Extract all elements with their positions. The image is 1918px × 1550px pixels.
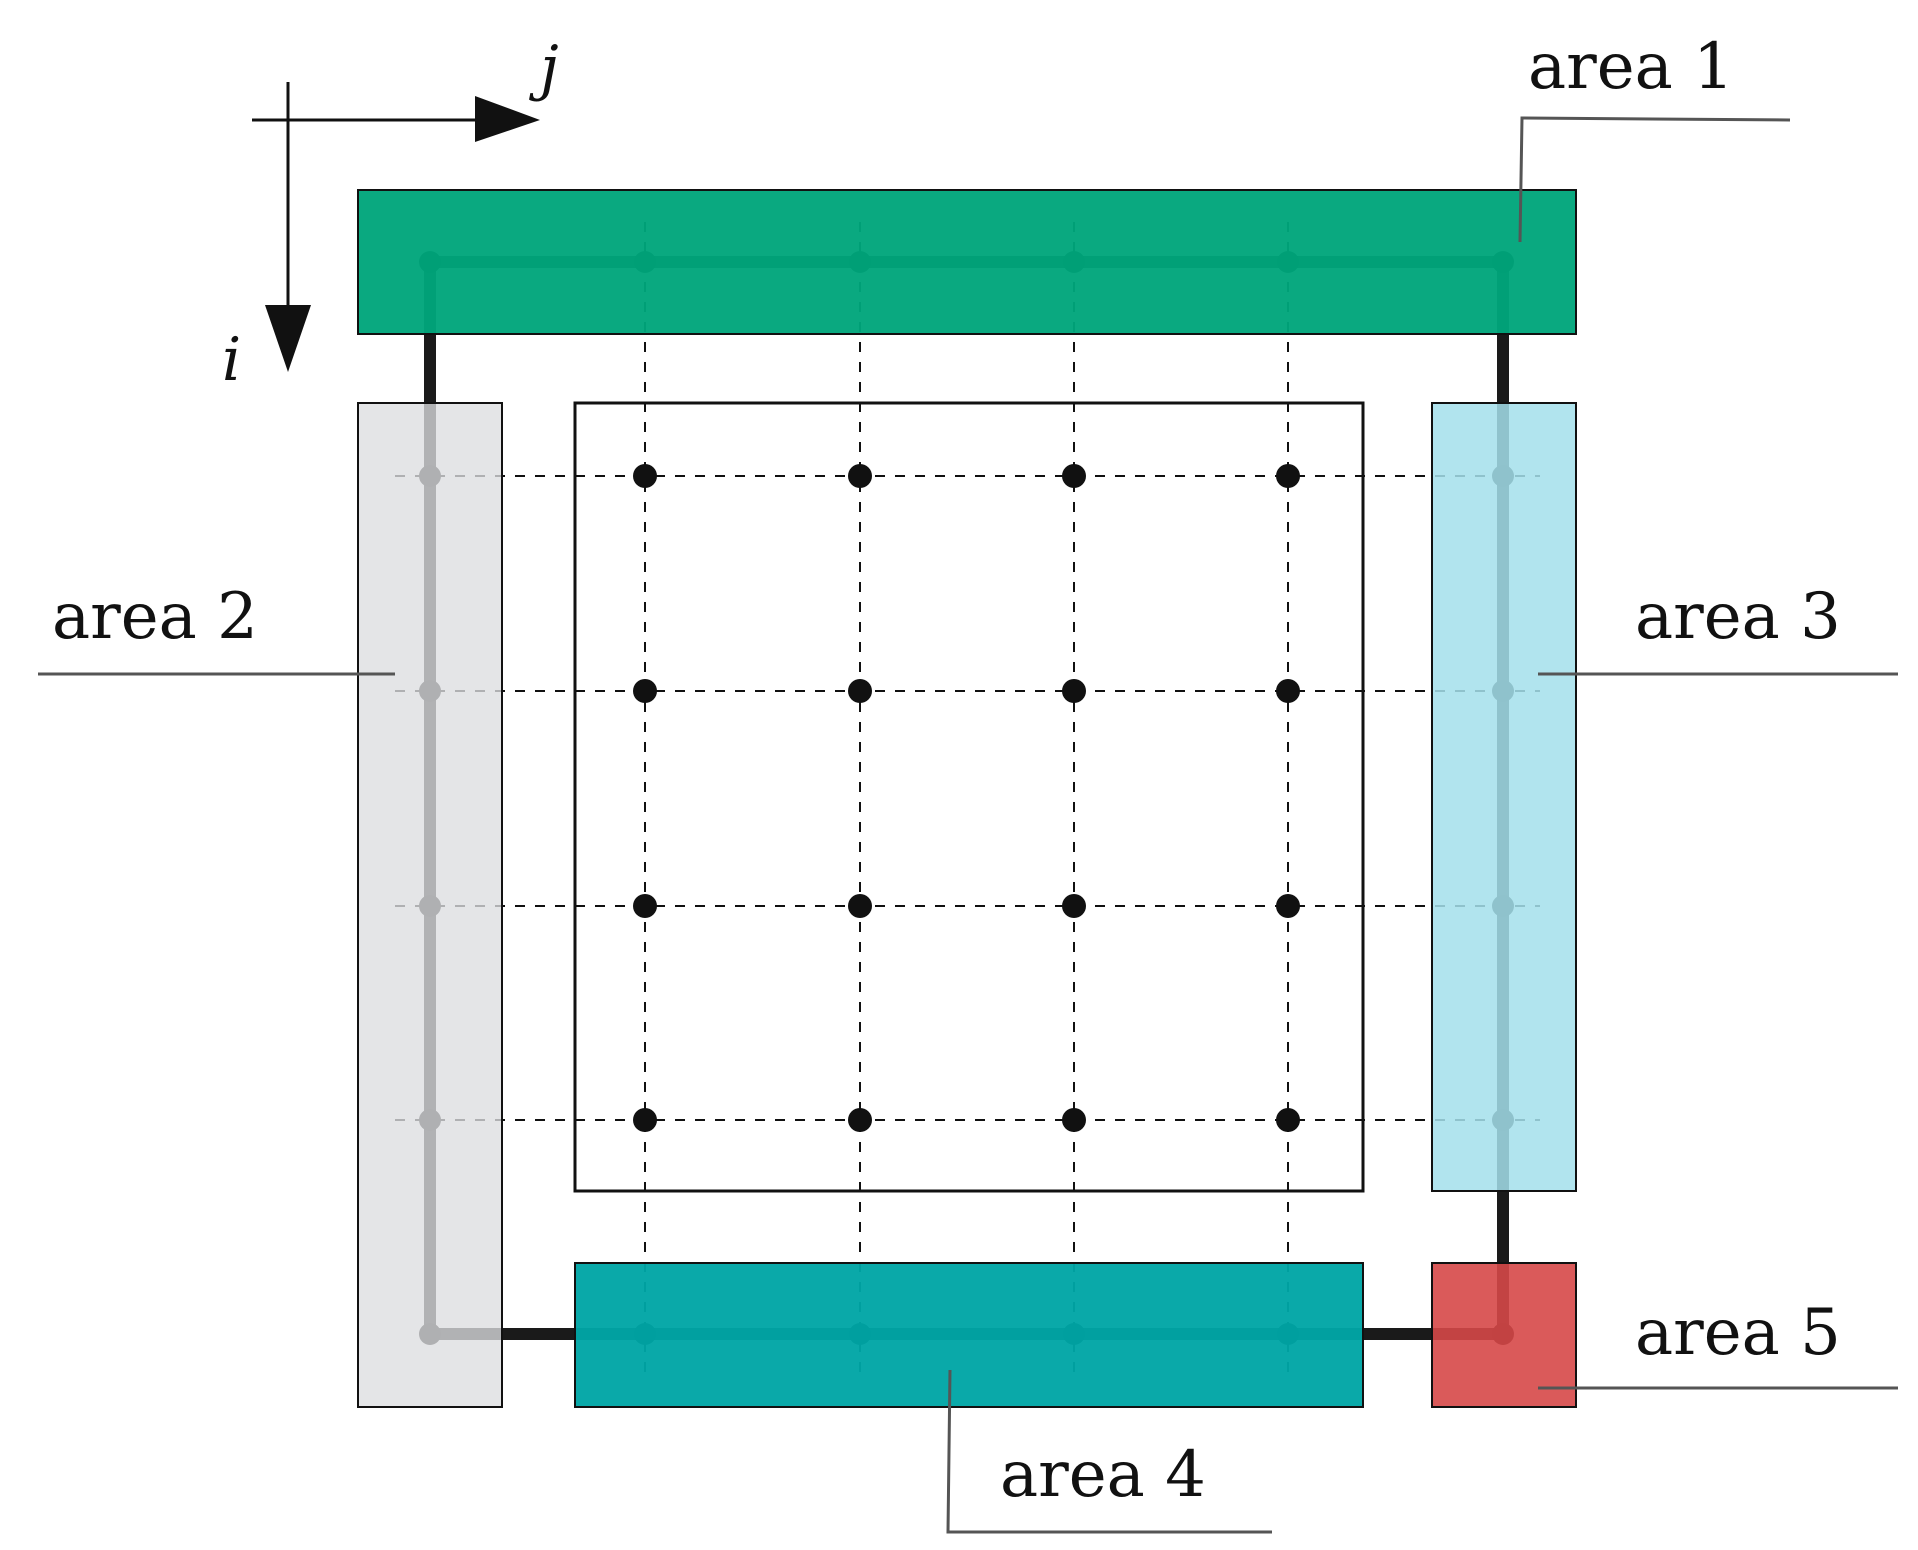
inner-grid-node [1276,894,1300,918]
inner-grid-node [848,679,872,703]
inner-grid-node [848,464,872,488]
area-1-rect [357,189,1577,335]
inner-region [573,401,1365,1193]
j-axis-label: j [529,33,559,103]
inner-grid-node [1062,679,1086,703]
area-2-rect [357,402,503,1408]
area-1-label: area 1 [1528,30,1734,104]
area-4-rect [574,1262,1364,1408]
inner-grid-node [633,464,657,488]
i-axis-label: i [222,325,241,395]
inner-grid-node [1062,464,1086,488]
inner-grid-node [848,894,872,918]
boundary-nodes [419,251,1514,1345]
area-1-leader [1518,116,1791,243]
i-axis-arrow-icon [265,305,311,372]
area-4-leader [946,1369,1272,1534]
inner-grid-node [633,679,657,703]
inner-grid-node [1276,679,1300,703]
leader-lines [38,116,1898,1534]
area-5-label: area 5 [1635,1296,1841,1370]
area-labels: area 1 area 2 area 3 area 4 area 5 [52,30,1841,1512]
inner-grid-node [1276,464,1300,488]
inner-grid-node [1062,894,1086,918]
inner-grid-node [848,1108,872,1132]
area-2-label: area 2 [52,580,258,654]
grid-lines [395,222,1540,1372]
inner-grid-node [1276,1108,1300,1132]
j-axis-arrow-icon [475,96,540,142]
area-4-label: area 4 [1000,1438,1206,1512]
inner-grid-node [633,894,657,918]
inner-grid-node [1062,1108,1086,1132]
area-3-label: area 3 [1635,580,1841,654]
inner-grid-nodes [633,464,1300,1132]
area-rectangles [357,189,1577,1408]
area-5-rect [1431,1262,1577,1408]
boundary-path [424,256,1509,1340]
area-3-rect [1431,402,1577,1192]
inner-grid-node [633,1108,657,1132]
